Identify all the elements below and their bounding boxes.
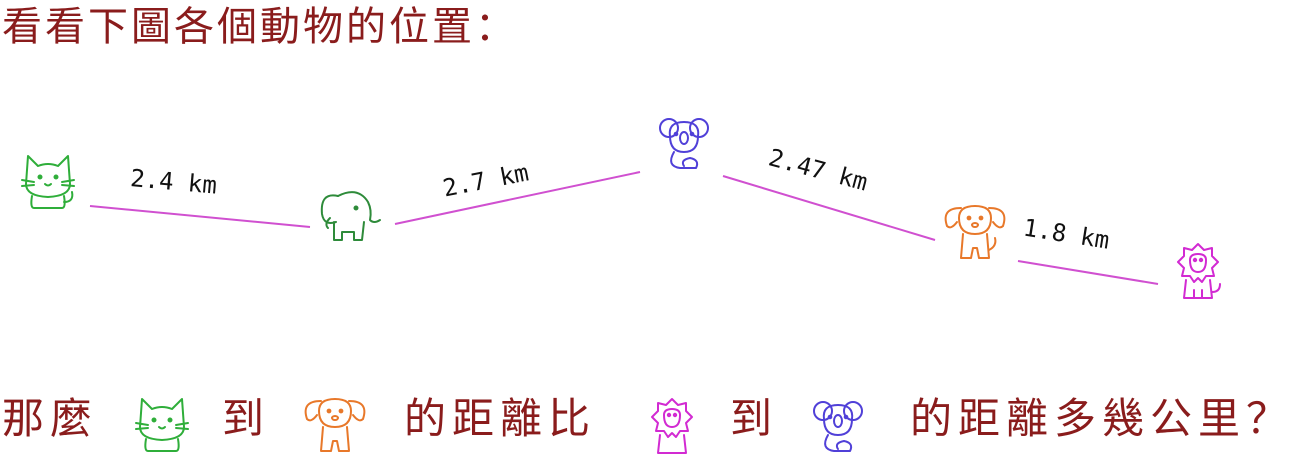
question-part-2: 的距離比 — [404, 394, 597, 443]
dog-icon — [944, 205, 1006, 259]
koala-icon — [659, 118, 709, 169]
elephant-icon — [320, 191, 381, 241]
route-segment-koala-dog — [722, 175, 936, 241]
question-to-2: 到 — [730, 394, 779, 443]
question-koala-icon — [813, 401, 863, 452]
question-sentence: 那麼 到 的距離比 到 — [0, 388, 1299, 458]
page-title: 看看下圖各個動物的位置： — [2, 4, 518, 50]
animal-route-diagram: 2.4 km 2.7 km 2.47 km 1.8 km — [21, 118, 1221, 299]
route-segment-cat-elephant — [89, 205, 311, 228]
lion-icon — [1177, 243, 1221, 299]
distance-label-koala-dog: 2.47 km — [766, 143, 871, 196]
route-segment-elephant-koala — [394, 171, 641, 225]
distance-label-dog-lion: 1.8 km — [1021, 214, 1111, 255]
question-part-3: 的距離多幾公里？ — [910, 394, 1295, 443]
question-dog-icon — [304, 398, 366, 452]
cat-icon — [21, 155, 75, 209]
distance-label-elephant-koala: 2.7 km — [441, 158, 531, 202]
question-to-1: 到 — [222, 394, 271, 443]
question-lion-icon — [651, 398, 693, 454]
distance-label-cat-elephant: 2.4 km — [129, 164, 218, 199]
question-part-1: 那麼 — [2, 394, 99, 443]
question-cat-icon — [135, 398, 189, 452]
route-segment-dog-lion — [1017, 260, 1159, 285]
